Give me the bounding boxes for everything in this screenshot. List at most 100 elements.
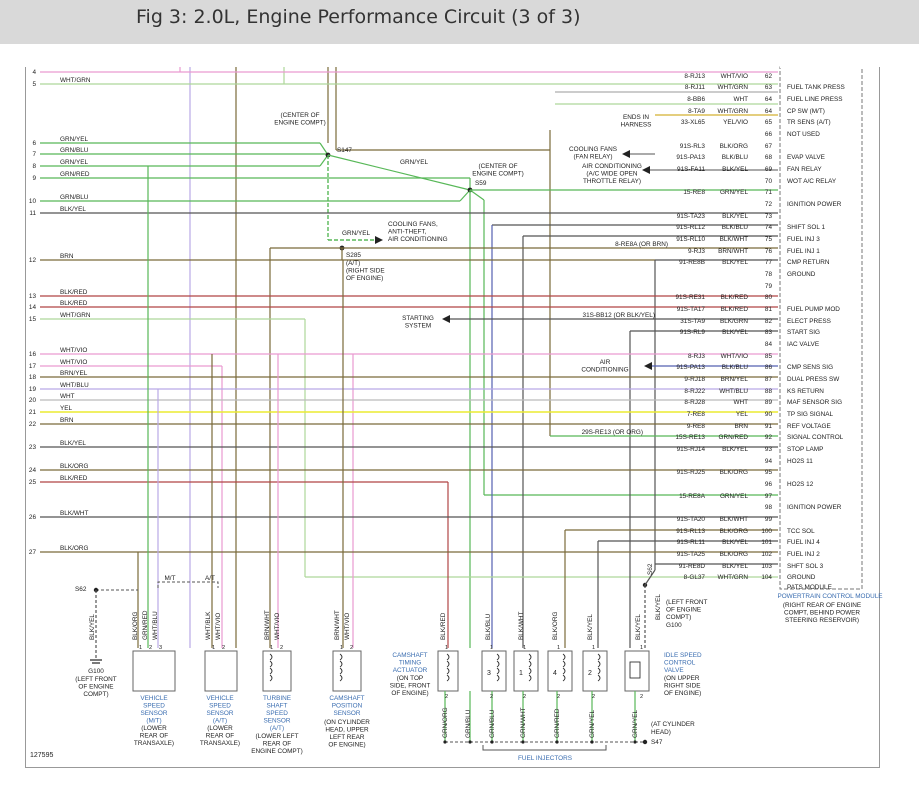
turbine-name: (A/T): [270, 725, 284, 732]
pin-number: 68: [765, 154, 773, 161]
pin-color: BLK/YEL: [722, 213, 748, 220]
pin-number: 77: [765, 259, 773, 266]
pin-number: 1: [523, 645, 526, 651]
vss-at-location: (LOWER: [207, 725, 233, 732]
component-wire-label: BLK/YEL: [635, 614, 642, 640]
component-wire-label: WHT/VIO: [344, 613, 351, 640]
pin-color: GRN/YEL: [720, 493, 749, 500]
wire-number: 7: [32, 151, 36, 158]
cooling-fans-label: COOLING FANS,: [388, 221, 438, 228]
pin-function: DUAL PRESS SW: [787, 376, 840, 383]
isc-name: IDLE SPEED: [664, 652, 702, 659]
pin-function: REF VOLTAGE: [787, 423, 831, 430]
turbine-location: ENGINE COMPT): [251, 748, 302, 755]
cooling-fans-relay-label: (FAN RELAY): [574, 154, 613, 161]
pin-number: 1: [490, 645, 493, 651]
fuel-injectors-name: FUEL INJECTORS: [518, 755, 572, 762]
wire-color-label: BLK/WHT: [60, 510, 89, 517]
pin-color: BRN/YEL: [721, 376, 749, 383]
pin-color: BRN: [735, 423, 749, 430]
pcm-box: [779, 66, 863, 590]
wire-number: 22: [29, 421, 37, 428]
wire-number: 20: [29, 397, 37, 404]
pin-number: 97: [765, 493, 773, 500]
pin-circuit: 91-RE8D: [679, 563, 706, 570]
splice-s285-location: (A/T): [346, 260, 360, 267]
vss-mt-location: TRANSAXLE): [134, 740, 174, 747]
pin-circuit: 8-BB6: [687, 96, 705, 103]
vss-at-name: (A/T): [213, 718, 227, 725]
injector-2-box: [582, 650, 608, 692]
component-wire-label: BLK/ORG: [552, 612, 559, 640]
pin-number: 2: [557, 694, 560, 700]
component-wire-label: WHT/VIO: [274, 613, 281, 640]
ground-left-location: OF ENGINE: [78, 684, 113, 691]
pin-color: YEL: [736, 411, 749, 418]
pin-number: 83: [765, 329, 773, 336]
splice-s59: S59: [475, 180, 487, 187]
wire-number: 6: [32, 140, 36, 147]
pin-function: ELECT PRESS: [787, 318, 831, 325]
pin-number: 2: [149, 645, 152, 651]
pin-color: WHT: [733, 96, 748, 103]
component-wire-label: BRN/WHT: [264, 610, 271, 640]
pin-circuit: 91S-TA23: [677, 213, 706, 220]
cmp-name: SENSOR: [334, 710, 361, 717]
wire-number: 15: [29, 316, 37, 323]
pin-number: 3: [159, 645, 162, 651]
bottom-wire-label: GRN/RED: [554, 708, 561, 738]
injector-3-box: [481, 650, 507, 692]
pin-number: 1: [592, 645, 595, 651]
cooling-fans-label: ANTI-THEFT,: [388, 229, 427, 236]
wire-color-label: BLK/RED: [60, 289, 88, 296]
pin-circuit: 8-RJ13: [684, 73, 705, 80]
pin-number: 91: [765, 423, 773, 430]
component-wire-label: BLK/WHT: [518, 611, 525, 640]
pin-function: FUEL INJ 1: [787, 248, 820, 255]
wire-color-label: WHT/VIO: [60, 359, 87, 366]
pin-circuit: 91S-RL3: [680, 143, 706, 150]
pin-number: 69: [765, 166, 773, 173]
pin-circuit: 91S-PA13: [676, 364, 705, 371]
turbine-location: (LOWER LEFT: [256, 733, 299, 740]
pin-circuit: 91S-RL10: [676, 236, 705, 243]
pin-number: 84: [765, 341, 773, 348]
pin-number: 104: [761, 574, 772, 581]
cmp-location: OF ENGINE): [328, 742, 365, 749]
wire-color-label: GRN/YEL: [60, 136, 89, 143]
pin-circuit: 9-RJ18: [684, 376, 705, 383]
pin-number: 96: [765, 481, 773, 488]
cam-actuator-location: (ON TOP: [397, 675, 423, 682]
pin-circuit: 33-XL65: [681, 119, 706, 126]
wire-number: 8: [32, 163, 36, 170]
wire-number: 18: [29, 374, 37, 381]
vss-at-location: REAR OF: [206, 733, 235, 740]
component-wire-label: WHT/BLU: [152, 611, 159, 640]
pin-color: GRN/RED: [719, 434, 749, 441]
pin-circuit: 91S-RE31: [676, 294, 706, 301]
pin-function: PATS MODULE: [787, 584, 832, 591]
pin-number: 1: [557, 645, 560, 651]
pin-circuit: 8-RJ3: [688, 353, 705, 360]
splice-s147: S147: [337, 147, 352, 154]
alt-color-note: 29S-RE13 (OR ORG): [582, 429, 643, 436]
pin-number: 2: [490, 694, 493, 700]
splice-s59-location: ENGINE COMPT): [472, 171, 523, 178]
pin-number: 1: [270, 645, 273, 651]
wire-number: 14: [29, 304, 37, 311]
splice-s285-location: (RIGHT SIDE: [346, 268, 385, 275]
injector-1-box: [513, 650, 539, 692]
wire-color-label: WHT/VIO: [60, 347, 87, 354]
component-wire-label: WHT/VIO: [215, 613, 222, 640]
splice-s147-location: ENGINE COMPT): [274, 120, 325, 127]
pin-number: 88: [765, 388, 773, 395]
pin-number: 1: [139, 645, 142, 651]
pin-color: WHT: [733, 399, 748, 406]
pin-number: 80: [765, 294, 773, 301]
pin-color: BLK/YEL: [722, 166, 748, 173]
pin-number: 94: [765, 458, 773, 465]
pin-circuit: 31S-TA9: [680, 318, 705, 325]
pin-number: 93: [765, 446, 773, 453]
ends-in-harness-label: HARNESS: [621, 122, 652, 129]
wire-number: 10: [29, 198, 37, 205]
